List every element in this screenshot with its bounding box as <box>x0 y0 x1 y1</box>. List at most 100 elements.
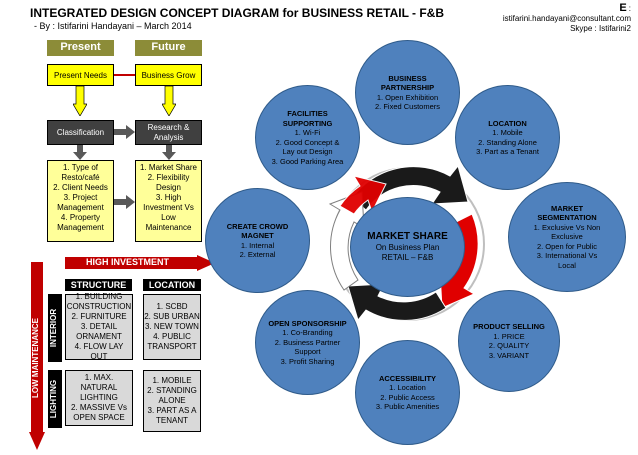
grid-item: 1. MOBILE <box>152 376 192 385</box>
circle-line: 3. Good Parking Area <box>271 156 344 166</box>
interior-label: INTERIOR <box>49 308 58 348</box>
lighting-structure-box: 1. MAX. NATURAL LIGHTING 2. MASSIVE Vs O… <box>65 370 133 426</box>
classification-box: Classification <box>47 120 114 145</box>
right-arrow-dark-2 <box>114 195 135 209</box>
down-arrow-gray-right <box>162 145 176 160</box>
present-list-item: Management <box>57 203 104 212</box>
grid-item: 4. PUBLIC <box>153 332 191 341</box>
contact-email: : istifarini.handayani@consultant.com <box>502 4 631 23</box>
grid-item: TRANSPORT <box>147 342 197 351</box>
email-prefix: E <box>619 2 627 14</box>
down-arrow-yellow-left <box>72 85 88 117</box>
circle-line: Support <box>294 347 321 357</box>
interior-label-bar <box>48 294 62 362</box>
contact-info: E: istifarini.handayani@consultant.com S… <box>491 3 631 34</box>
present-list-item: 2. Client Needs <box>53 183 108 192</box>
future-list-item: Maintenance <box>145 223 192 232</box>
circle-line: 2. Fixed Customers <box>374 102 441 111</box>
circle-business-partnership: BUSINESS PARTNERSHIP 1. Open Exhibition … <box>355 40 460 145</box>
circle-line: 1. Internal <box>240 240 275 250</box>
interior-structure-box: 1. BUILDING CONSTRUCTION 2. FURNITURE 3.… <box>65 292 133 361</box>
grid-item: 3. DETAIL <box>80 322 118 331</box>
grid-item: 1. MAX. NATURAL <box>80 373 118 392</box>
future-list-item: 2. Flexibility <box>147 173 190 182</box>
grid-item: ORNAMENT <box>76 332 122 341</box>
research-analysis-box: Research & Analysis <box>135 120 202 145</box>
grid-item: TENANT <box>156 416 188 425</box>
circle-line: 1. Location <box>389 383 426 392</box>
lighting-label-bar <box>48 370 62 428</box>
future-list-item: Investment Vs <box>143 203 194 212</box>
circle-line: 2. Public Access <box>380 392 435 402</box>
circle-line: 2. Business Partner <box>274 337 341 347</box>
grid-item: 2. SUB URBAN <box>144 312 200 321</box>
center-title: MARKET SHARE <box>367 231 448 242</box>
contact-skype: Skype : Istifarini2 <box>570 24 631 33</box>
grid-item: 3. NEW TOWN <box>145 322 199 331</box>
business-grow-box: Business Grow <box>135 64 202 86</box>
low-maintenance-arrow <box>29 262 45 450</box>
circle-line: 2. Standing Alone <box>478 137 537 147</box>
down-arrow-yellow-right <box>161 85 177 117</box>
circle-open-sponsorship: OPEN SPONSORSHIP 1. Co-Branding 2. Busin… <box>255 290 360 395</box>
grid-item: 1. BUILDING <box>75 292 123 301</box>
high-investment-label: HIGH INVESTMENT <box>86 257 170 267</box>
market-share-center: MARKET SHARE On Business Plan RETAIL – F… <box>350 197 465 297</box>
grid-item: LIGHTING <box>80 393 118 402</box>
circle-title: OPEN SPONSORSHIP <box>268 318 347 328</box>
circle-line: Lay out Design <box>282 147 333 156</box>
circle-line: 2. QUALITY <box>488 341 530 350</box>
circle-line: 3. VARIANT <box>488 350 530 360</box>
circle-line: Local <box>558 260 576 270</box>
high-investment-arrow <box>65 255 215 271</box>
future-list-box: 1. Market Share 2. Flexibility Design 3.… <box>135 160 202 242</box>
structure-header: STRUCTURE <box>65 279 132 291</box>
lighting-location-box: 1. MOBILE 2. STANDING ALONE 3. PART AS A… <box>143 370 201 432</box>
circle-line: 1. Mobile <box>492 128 523 137</box>
circle-title: LOCATION <box>488 118 527 128</box>
interior-location-box: 1. SCBD 2. SUB URBAN 3. NEW TOWN 4. PUBL… <box>143 294 201 360</box>
future-header: Future <box>135 40 202 56</box>
circle-accessibility: ACCESSIBILITY 1. Location 2. Public Acce… <box>355 340 460 445</box>
down-arrow-gray-left <box>73 145 87 160</box>
circle-product-selling: PRODUCT SELLING 1. PRICE 2. QUALITY 3. V… <box>458 290 560 392</box>
circle-line: 2. Open for Public <box>536 241 598 251</box>
location-header: LOCATION <box>143 279 201 291</box>
circle-line: 3. International Vs <box>536 251 598 261</box>
grid-item: CONSTRUCTION <box>66 302 132 311</box>
present-header: Present <box>47 40 114 56</box>
circle-line: 2. Good Concept & <box>275 137 340 147</box>
present-list-item: 4. Property <box>60 213 101 222</box>
right-arrow-dark <box>114 125 135 139</box>
grid-item: OPEN SPACE <box>73 413 125 422</box>
circle-title: CREATE CROWD MAGNET <box>226 221 289 241</box>
grid-item: 1. SCBD <box>156 302 188 311</box>
byline: - By : Istifarini Handayani – March 2014 <box>34 21 192 31</box>
circle-market-segmentation: MARKET SEGMENTATION 1. Exclusive Vs Non … <box>508 182 626 292</box>
future-list-item: 3. High <box>155 193 182 202</box>
future-list-item: 1. Market Share <box>140 163 197 172</box>
future-list-item: Design <box>156 183 181 192</box>
circle-line: Exclusive <box>551 232 583 242</box>
low-maintenance-label: LOW MAINTENANCE <box>31 318 40 398</box>
grid-item: 2. STANDING <box>147 386 197 395</box>
circle-location: LOCATION 1. Mobile 2. Standing Alone 3. … <box>455 85 560 190</box>
circle-create-crowd-magnet: CREATE CROWD MAGNET 1. Internal 2. Exter… <box>205 188 310 293</box>
present-list-item: Management <box>57 223 104 232</box>
circle-line: 1. Wi-Fi <box>294 128 321 137</box>
lighting-label: LIGHTING <box>49 379 58 419</box>
present-list-item: Resto/café <box>61 173 100 182</box>
grid-item: 2. FURNITURE <box>71 312 127 321</box>
circle-line: 3. Part as a Tenant <box>476 147 539 156</box>
page-title: INTEGRATED DESIGN CONCEPT DIAGRAM for BU… <box>30 6 445 20</box>
circle-line: 2. External <box>239 250 276 259</box>
center-line: RETAIL – F&B <box>381 253 434 262</box>
circle-line: 3. Public Amenities <box>375 402 440 411</box>
circle-title: BUSINESS PARTNERSHIP <box>380 73 435 93</box>
grid-item: 2. MASSIVE Vs <box>70 403 128 412</box>
circle-line: 1. Open Exhibition <box>376 92 439 102</box>
circle-facilities-supporting: FACILITIES SUPPORTING 1. Wi-Fi 2. Good C… <box>255 85 360 190</box>
center-line: On Business Plan <box>375 243 440 252</box>
circle-title: MARKET SEGMENTATION <box>537 203 597 223</box>
circle-title: FACILITIES SUPPORTING <box>282 109 333 128</box>
